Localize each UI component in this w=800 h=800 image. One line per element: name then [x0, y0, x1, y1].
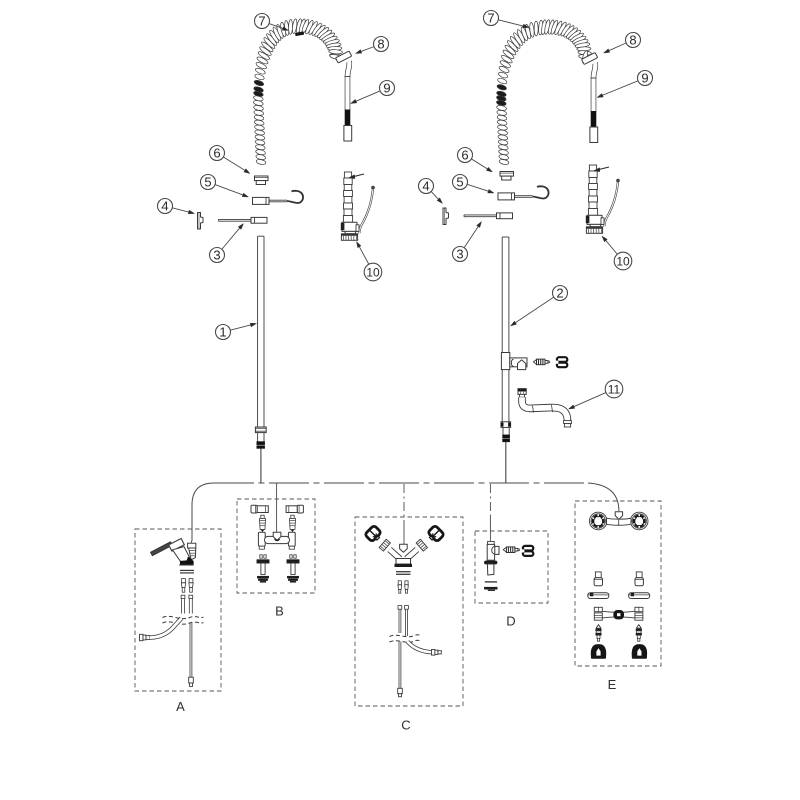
svg-text:3: 3: [456, 247, 463, 262]
svg-text:9: 9: [383, 81, 390, 96]
svg-text:5: 5: [456, 175, 463, 190]
svg-text:11: 11: [608, 382, 621, 396]
svg-text:D: D: [506, 614, 515, 629]
svg-text:9: 9: [641, 71, 648, 86]
svg-text:B: B: [275, 604, 284, 619]
svg-text:7: 7: [258, 14, 265, 29]
svg-text:10: 10: [616, 254, 630, 268]
svg-text:6: 6: [461, 148, 468, 163]
svg-text:8: 8: [629, 33, 636, 48]
svg-text:10: 10: [366, 265, 380, 279]
svg-text:8: 8: [377, 37, 384, 52]
svg-text:A: A: [176, 699, 185, 714]
svg-text:E: E: [608, 677, 617, 692]
svg-text:4: 4: [422, 179, 429, 194]
svg-text:4: 4: [161, 199, 168, 214]
svg-text:2: 2: [556, 286, 563, 301]
svg-text:5: 5: [204, 175, 211, 190]
svg-text:C: C: [401, 718, 410, 733]
svg-text:6: 6: [213, 146, 220, 161]
svg-text:3: 3: [213, 248, 220, 263]
svg-text:7: 7: [487, 11, 494, 26]
svg-text:1: 1: [219, 325, 226, 340]
